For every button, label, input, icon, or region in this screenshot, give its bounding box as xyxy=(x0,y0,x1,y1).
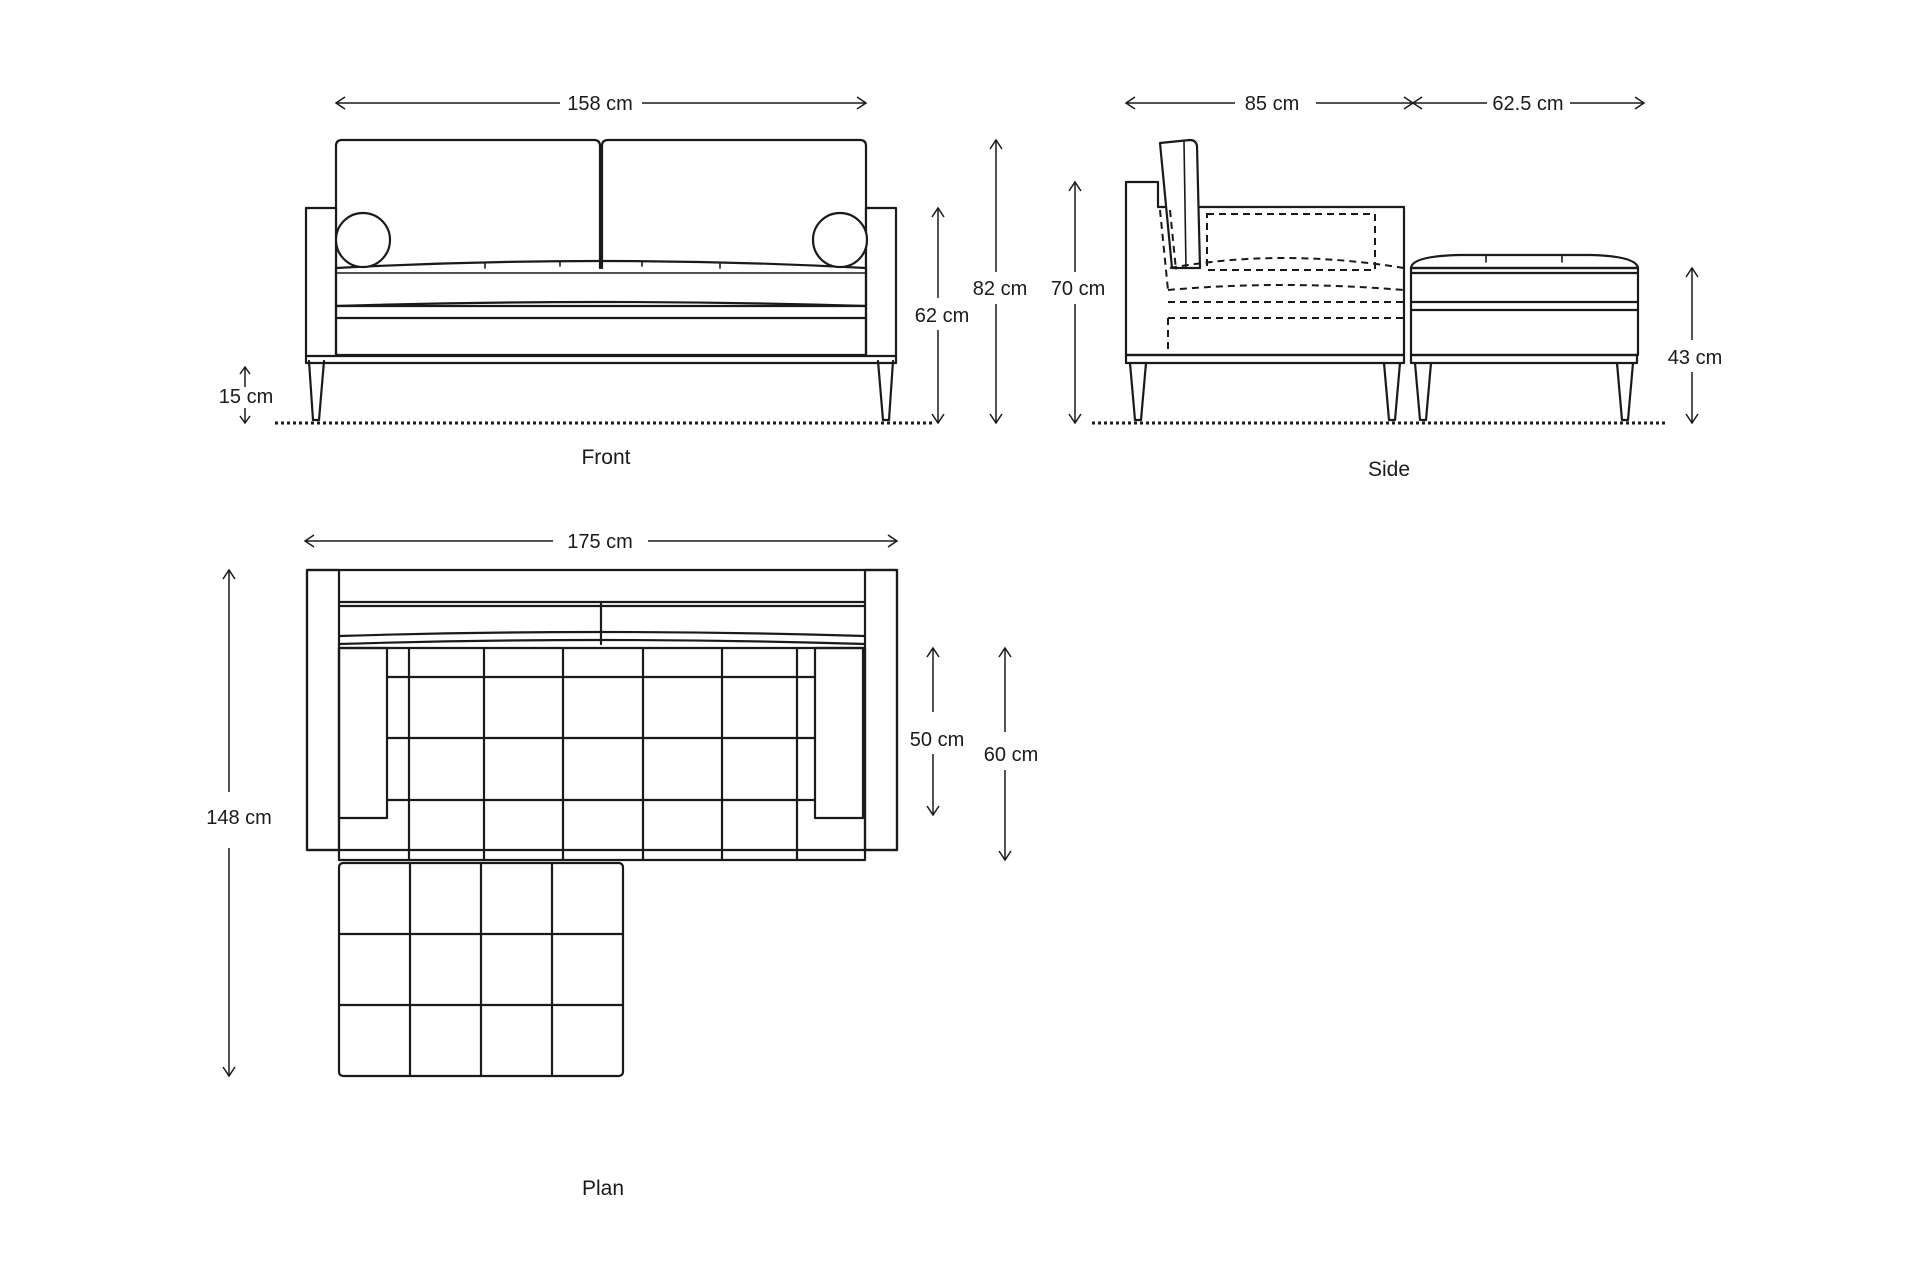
front-leg-height-dimension: 15 cm xyxy=(219,365,273,425)
plan-width-dimension: 175 cm xyxy=(303,531,899,553)
front-leg-height-label: 15 cm xyxy=(219,386,273,408)
plan-arm-left xyxy=(305,568,341,852)
side-height-dimension: 70 cm xyxy=(1051,180,1105,425)
side-footstool-height-dimension: 43 cm xyxy=(1668,266,1722,425)
side-caption: Side xyxy=(1368,458,1410,481)
side-sofa xyxy=(1124,138,1406,422)
front-leg-left xyxy=(307,359,326,422)
plan-seat-depth-outer-dimension: 60 cm xyxy=(984,646,1038,862)
front-leg-right xyxy=(876,359,895,422)
front-overall-height-label: 82 cm xyxy=(973,278,1027,300)
plan-view: 175 cm 148 cm 50 cm 60 cm Plan xyxy=(206,531,1038,1200)
side-height-label: 70 cm xyxy=(1051,278,1105,300)
side-depth-dimension: 85 cm xyxy=(1124,93,1415,115)
back-cushion-right xyxy=(600,138,868,270)
side-footstool xyxy=(1409,253,1640,422)
bolster-right xyxy=(811,211,869,269)
plan-total-depth-dimension: 148 cm xyxy=(206,568,272,1078)
side-footstool-depth-dimension: 62.5 cm xyxy=(1411,93,1646,115)
side-view: 85 cm 62.5 cm 70 cm 43 cm Side xyxy=(1051,93,1722,481)
plan-seat-grid xyxy=(337,646,867,862)
plan-caption: Plan xyxy=(582,1177,624,1200)
side-footstool-height-label: 43 cm xyxy=(1668,347,1722,369)
plan-footstool xyxy=(337,861,625,1078)
front-view: 158 cm 15 cm 62 cm 82 cm Front xyxy=(219,93,1027,469)
plan-seat-depth-label: 50 cm xyxy=(910,729,964,751)
front-width-label: 158 cm xyxy=(567,93,633,115)
bolster-left xyxy=(334,211,392,269)
plan-width-label: 175 cm xyxy=(567,531,633,553)
arm-left xyxy=(304,206,338,358)
side-depth-label: 85 cm xyxy=(1245,93,1299,115)
side-footstool-depth-label: 62.5 cm xyxy=(1492,93,1563,115)
plan-seat-depth-dimension: 50 cm xyxy=(910,646,964,817)
front-overall-height-dimension: 82 cm xyxy=(973,138,1027,425)
front-caption: Front xyxy=(581,446,630,469)
plan-arm-right xyxy=(863,568,899,852)
plan-seat-depth-outer-label: 60 cm xyxy=(984,744,1038,766)
front-arm-height-dimension: 62 cm xyxy=(915,206,969,425)
back-cushion-left xyxy=(334,138,602,270)
arm-right xyxy=(864,206,898,358)
front-width-dimension: 158 cm xyxy=(334,93,868,115)
plan-total-depth-label: 148 cm xyxy=(206,807,272,829)
front-arm-height-label: 62 cm xyxy=(915,305,969,327)
